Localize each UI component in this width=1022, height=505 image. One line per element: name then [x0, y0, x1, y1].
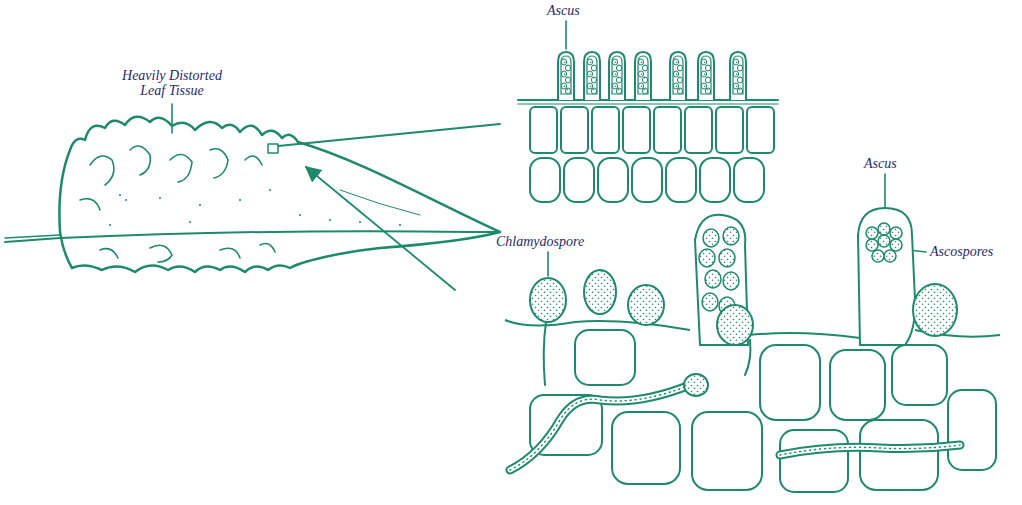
ascus-label: Ascus: [547, 3, 580, 18]
leaf-label: Heavily Distorted Leaf Tissue: [108, 68, 236, 98]
ascospores-label: Ascospores: [930, 244, 993, 259]
ascus-label: Ascus: [864, 156, 897, 171]
chlamydospore-label: Chlamydospore: [496, 234, 584, 249]
